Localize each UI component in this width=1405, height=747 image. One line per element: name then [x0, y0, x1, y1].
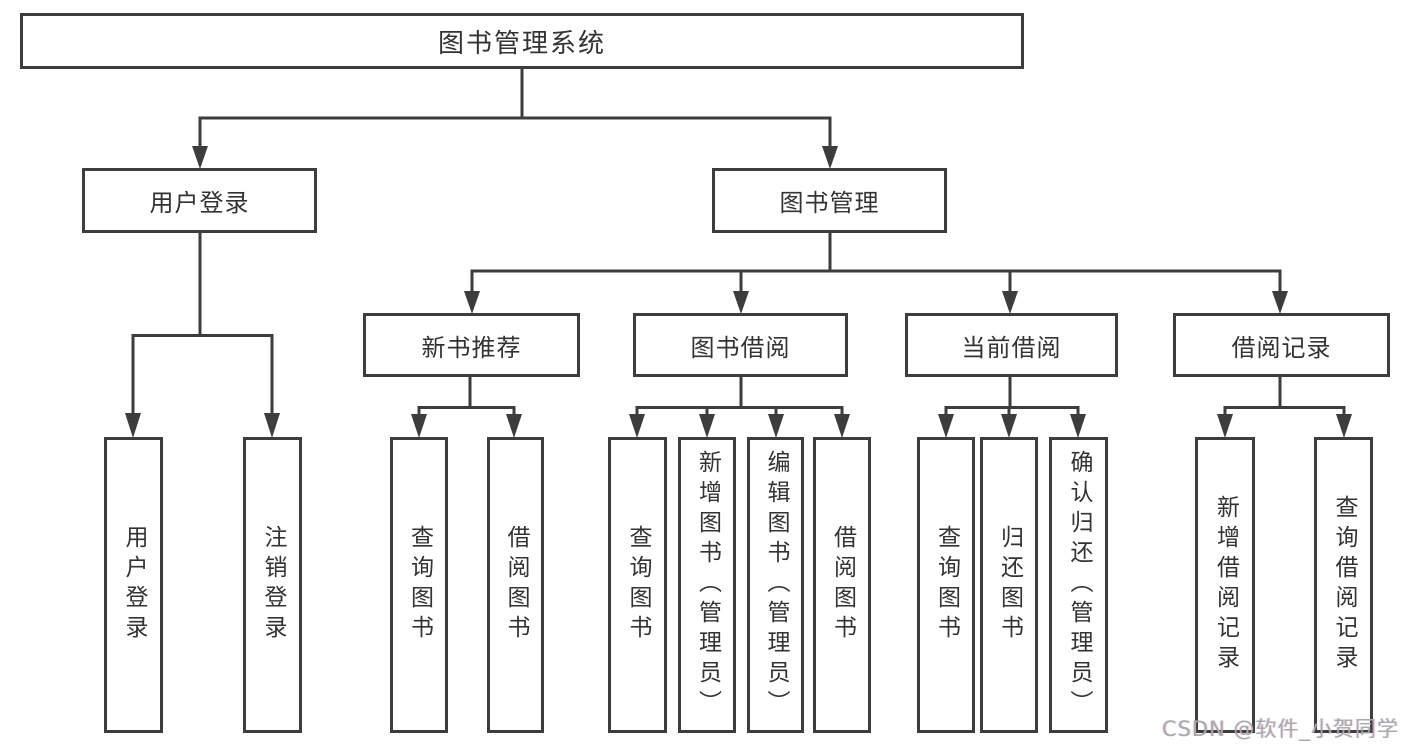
leaf-logout-label: 注销登录: [260, 525, 286, 645]
leaf-borrow-book-rec-label: 借阅图书: [503, 525, 529, 645]
arrowhead: [822, 146, 838, 169]
arrowhead: [629, 414, 645, 438]
leaf-add-borrow-record-label: 新增借阅记录: [1212, 495, 1239, 675]
leaf-query-book-borrow: 查询图书: [608, 437, 667, 733]
arrowhead: [125, 413, 141, 438]
arrowhead: [1272, 291, 1288, 314]
edge-root-to-level2: [192, 66, 838, 169]
node-current-borrow: 当前借阅: [905, 313, 1118, 377]
leaf-query-borrow-record: 查询借阅记录: [1314, 437, 1373, 733]
arrowhead: [834, 414, 850, 438]
csdn-watermark: CSDN @软件_小贺同学: [1161, 717, 1399, 741]
arrowhead: [733, 291, 749, 314]
leaf-query-book-current-label: 查询图书: [933, 525, 960, 645]
node-root-label: 图书管理系统: [437, 28, 606, 59]
leaf-return-book: 归还图书: [980, 437, 1038, 733]
leaf-borrow-book-borrow: 借阅图书: [813, 437, 871, 733]
node-user-login-label: 用户登录: [149, 189, 250, 217]
leaf-return-book-label: 归还图书: [996, 525, 1023, 645]
leaf-query-book-current: 查询图书: [917, 437, 975, 733]
node-book-borrow: 图书借阅: [633, 313, 848, 377]
node-book-mgmt-label: 图书管理: [779, 189, 880, 217]
node-new-book-rec-label: 新书推荐: [421, 333, 522, 362]
leaf-edit-book-admin-label: 编辑图书（管理员）: [763, 450, 789, 720]
node-current-borrow-label: 当前借阅: [961, 333, 1062, 362]
arrowhead: [264, 413, 280, 438]
leaf-borrow-book-rec: 借阅图书: [487, 437, 544, 733]
edge-book-borrow-to-leaves: [629, 375, 850, 438]
node-new-book-rec: 新书推荐: [363, 313, 580, 377]
arrowhead: [1070, 414, 1086, 438]
leaf-query-book-borrow-label: 查询图书: [625, 525, 651, 645]
node-root: 图书管理系统: [20, 13, 1024, 69]
arrowhead: [768, 414, 784, 438]
leaf-add-book-admin: 新增图书（管理员）: [678, 437, 736, 733]
leaf-add-book-admin-label: 新增图书（管理员）: [694, 450, 721, 720]
arrowhead: [1336, 414, 1352, 438]
arrowhead: [506, 414, 522, 438]
leaf-query-book-rec-label: 查询图书: [406, 525, 433, 645]
leaf-edit-book-admin: 编辑图书（管理员）: [747, 437, 804, 733]
leaf-confirm-return-admin-label: 确认归还（管理员）: [1066, 450, 1092, 720]
arrowhead: [1002, 291, 1018, 314]
edge-new-book-rec-to-leaves: [411, 375, 522, 438]
leaf-user-login-label: 用户登录: [121, 525, 147, 645]
arrowhead: [192, 146, 208, 169]
leaf-borrow-book-borrow-label: 借阅图书: [829, 525, 856, 645]
edge-borrow-record-to-leaves: [1217, 375, 1352, 438]
leaf-logout: 注销登录: [243, 437, 302, 733]
leaf-query-book-rec: 查询图书: [390, 437, 448, 733]
leaf-add-borrow-record: 新增借阅记录: [1195, 437, 1255, 733]
node-user-login: 用户登录: [82, 168, 317, 233]
arrowhead: [1001, 414, 1017, 438]
arrowhead: [411, 414, 427, 438]
leaf-user-login: 用户登录: [104, 437, 163, 733]
arrowhead: [699, 414, 715, 438]
edge-current-borrow-to-leaves: [938, 375, 1086, 438]
leaf-confirm-return-admin: 确认归还（管理员）: [1049, 437, 1108, 733]
edge-book-mgmt-to-level3: [464, 232, 1288, 314]
arrowhead: [464, 291, 480, 314]
node-borrow-record: 借阅记录: [1173, 313, 1390, 377]
arrowhead: [938, 414, 954, 438]
node-book-mgmt: 图书管理: [712, 168, 947, 233]
leaf-query-borrow-record-label: 查询借阅记录: [1331, 495, 1357, 675]
edge-user-login-to-leaves: [125, 232, 280, 438]
node-borrow-record-label: 借阅记录: [1231, 333, 1332, 362]
node-book-borrow-label: 图书借阅: [690, 333, 791, 362]
arrowhead: [1217, 414, 1233, 438]
